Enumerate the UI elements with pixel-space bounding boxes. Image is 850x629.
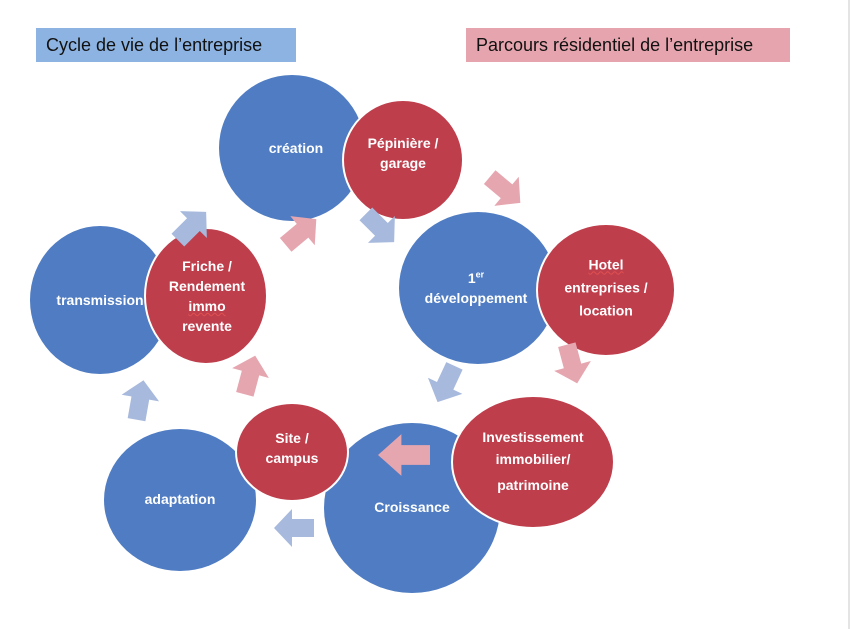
- label-adaptation: adaptation: [144, 491, 216, 507]
- legend-lifecycle: Cycle de vie de l’entreprise: [36, 28, 296, 62]
- label-development-number: 1er: [467, 269, 485, 286]
- label-creation: création: [268, 140, 324, 156]
- node-nursery: [342, 99, 464, 221]
- label-growth: Croissance: [374, 499, 450, 515]
- arrow-blue-development-growth: [420, 357, 472, 411]
- label-development: 1er développement: [425, 264, 528, 308]
- node-development: [399, 212, 557, 364]
- label-development-text: développement: [424, 289, 528, 306]
- label-transmission: transmission: [56, 292, 144, 308]
- page-edge-divider: [848, 0, 850, 629]
- label-nursery: Pépinière /garage: [367, 135, 439, 171]
- arrow-pink-nursery-hotel: [477, 162, 533, 218]
- node-transmission: [30, 226, 170, 374]
- node-investment: [451, 395, 615, 529]
- node-site: [235, 402, 349, 502]
- arrow-blue-growth-adaptation: [274, 509, 314, 547]
- legend-residential: Parcours résidentiel de l’entreprise: [466, 28, 790, 62]
- node-adaptation: [104, 429, 256, 571]
- node-hotel: [536, 223, 676, 357]
- arrow-blue-adaptation-transmission: [117, 377, 163, 423]
- node-creation: [219, 75, 365, 221]
- label-site: Site /campus: [265, 430, 319, 466]
